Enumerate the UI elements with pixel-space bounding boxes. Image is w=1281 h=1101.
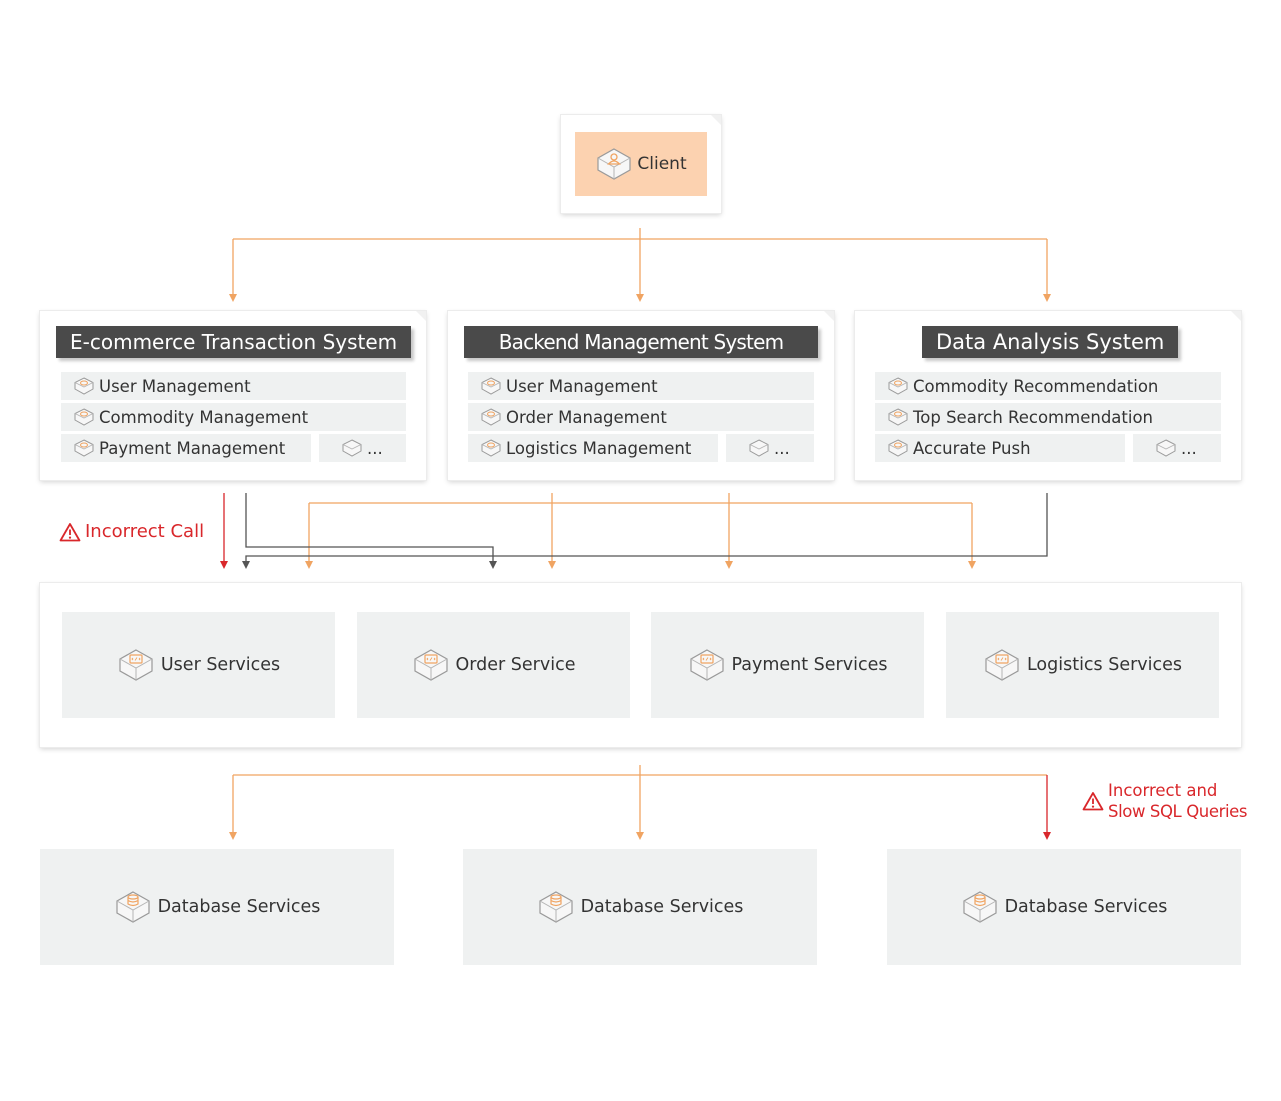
module-icon (748, 439, 770, 457)
more-label: ... (1181, 438, 1197, 458)
service-label: Logistics Services (1026, 655, 1183, 675)
module-item[interactable]: Commodity Management (61, 403, 406, 431)
module-label: Top Search Recommendation (913, 407, 1154, 427)
module-icon (887, 439, 909, 457)
system-card-data-analysis: Data Analysis System Commodity Recommend… (855, 311, 1241, 480)
module-item[interactable]: Logistics Management (468, 434, 718, 462)
module-icon (73, 439, 95, 457)
module-item[interactable]: Commodity Recommendation (875, 372, 1221, 400)
client-to-systems-lines (232, 228, 1048, 298)
service-order[interactable]: Order Service (357, 612, 630, 718)
incorrect-call-line (220, 493, 228, 569)
system-title: Backend Management System (464, 326, 818, 358)
module-label: Payment Management (99, 438, 286, 458)
more-modules[interactable]: ... (1133, 434, 1221, 462)
module-icon (1155, 439, 1177, 457)
module-icon (480, 408, 502, 426)
slow-sql-warning: Incorrect and Slow SQL Queries (1082, 780, 1248, 822)
module-label: Accurate Push (913, 438, 1031, 458)
system-title: E-commerce Transaction System (56, 326, 412, 358)
slow-sql-line (1043, 775, 1051, 840)
system-card-backend: Backend Management System User Managemen… (448, 311, 834, 480)
service-label: User Services (160, 655, 281, 675)
client-label: Client (637, 154, 687, 174)
dark-connector-lines (245, 493, 1048, 564)
more-modules[interactable]: ... (319, 434, 406, 462)
module-label: Logistics Management (506, 438, 692, 458)
services-panel: User Services Order Service Payment Serv… (40, 583, 1241, 747)
database-icon (114, 890, 152, 924)
service-user[interactable]: User Services (62, 612, 335, 718)
database-label: Database Services (157, 897, 321, 917)
warning-icon (59, 522, 81, 542)
warning-icon (1082, 791, 1104, 811)
module-label: Commodity Management (99, 407, 309, 427)
database-label: Database Services (1004, 897, 1168, 917)
database-icon (961, 890, 999, 924)
module-icon (480, 439, 502, 457)
module-icon (73, 408, 95, 426)
module-item[interactable]: Order Management (468, 403, 814, 431)
slow-sql-line-1: Incorrect and (1108, 781, 1218, 800)
module-item[interactable]: Payment Management (61, 434, 311, 462)
more-label: ... (774, 438, 790, 458)
database-service-1[interactable]: Database Services (40, 849, 394, 965)
module-icon (341, 439, 363, 457)
module-icon (887, 377, 909, 395)
client-card: Client (561, 115, 721, 213)
service-payment[interactable]: Payment Services (651, 612, 924, 718)
database-icon (537, 890, 575, 924)
services-to-databases-lines (232, 765, 1047, 834)
slow-sql-line-2: Slow SQL Queries (1108, 802, 1248, 821)
database-service-3[interactable]: Database Services (887, 849, 1241, 965)
client-node[interactable]: Client (575, 132, 707, 196)
module-label: User Management (99, 376, 251, 396)
service-label: Order Service (455, 655, 576, 675)
service-label: Payment Services (731, 655, 888, 675)
module-icon (480, 377, 502, 395)
user-icon (595, 147, 633, 181)
incorrect-call-warning: Incorrect Call (59, 521, 204, 542)
module-label: Order Management (506, 407, 667, 427)
module-item[interactable]: Top Search Recommendation (875, 403, 1221, 431)
more-label: ... (367, 438, 383, 458)
system-card-ecommerce: E-commerce Transaction System User Manag… (40, 311, 426, 480)
module-label: Commodity Recommendation (913, 376, 1159, 396)
module-item[interactable]: Accurate Push (875, 434, 1125, 462)
database-label: Database Services (580, 897, 744, 917)
module-item[interactable]: User Management (61, 372, 406, 400)
incorrect-call-label: Incorrect Call (85, 521, 205, 542)
service-logistics[interactable]: Logistics Services (946, 612, 1219, 718)
system-title: Data Analysis System (922, 326, 1179, 358)
systems-to-services-lines (308, 493, 973, 564)
module-item[interactable]: User Management (468, 372, 814, 400)
database-service-2[interactable]: Database Services (463, 849, 817, 965)
module-icon (73, 377, 95, 395)
more-modules[interactable]: ... (726, 434, 814, 462)
service-icon (412, 648, 450, 682)
module-icon (887, 408, 909, 426)
service-icon (983, 648, 1021, 682)
service-icon (117, 648, 155, 682)
module-label: User Management (506, 376, 658, 396)
service-icon (688, 648, 726, 682)
